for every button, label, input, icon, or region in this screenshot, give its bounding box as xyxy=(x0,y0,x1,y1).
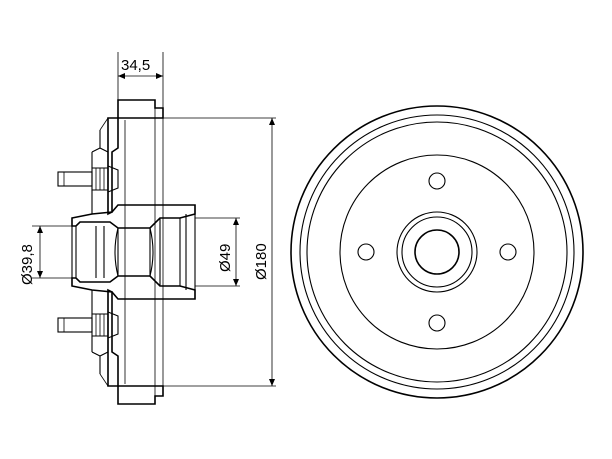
hub-section-top xyxy=(71,204,196,229)
wheel-stud-top xyxy=(57,165,119,193)
dim-inner-bore-diameter: Ø39,8 xyxy=(19,244,36,285)
hub-outer-circle xyxy=(396,211,478,293)
drum-face-circle xyxy=(339,154,535,350)
dimensions: 34,5 Ø39,8 Ø49 Ø180 xyxy=(19,52,276,387)
side-section-view xyxy=(57,99,196,405)
dim-hub-diameter: Ø49 xyxy=(217,244,234,272)
bolt-hole-bottom xyxy=(428,314,446,332)
drum-outer-circle xyxy=(290,105,584,399)
drum-rim-bottom xyxy=(117,385,164,405)
front-view xyxy=(290,105,584,399)
bolt-hole-left xyxy=(357,243,375,261)
drum-rim-top xyxy=(117,99,164,119)
dim-flange-width: 34,5 xyxy=(121,57,150,74)
hub-bore-circle xyxy=(414,229,460,275)
bolt-hole-right xyxy=(499,243,517,261)
drum-wall-lower xyxy=(107,288,119,387)
hub-section-bottom xyxy=(71,275,196,300)
wheel-stud-bottom xyxy=(57,311,119,339)
bolt-hole-top xyxy=(428,172,446,190)
drum-wall xyxy=(107,117,119,216)
dim-drum-diameter: Ø180 xyxy=(253,243,270,280)
